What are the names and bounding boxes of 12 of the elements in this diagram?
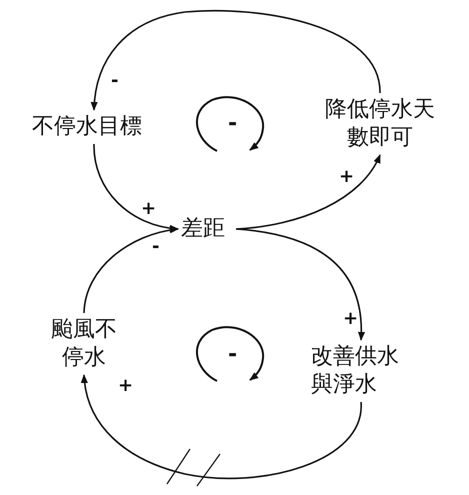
- arrow: [83, 226, 179, 314]
- variable-label: 颱風不停水: [44, 316, 124, 372]
- edge-label: +: [140, 200, 158, 218]
- arrow: [236, 228, 365, 341]
- arrow: [81, 374, 362, 480]
- arrow: [90, 10, 381, 111]
- variable-label: 不停水目標: [32, 113, 156, 141]
- arrow: [93, 144, 179, 232]
- variable-label: 差距: [181, 215, 233, 243]
- variable-label: 改善供水與淨水: [311, 343, 411, 399]
- variable-label: 降低停水天數即可: [318, 96, 442, 152]
- arrow: [236, 154, 381, 230]
